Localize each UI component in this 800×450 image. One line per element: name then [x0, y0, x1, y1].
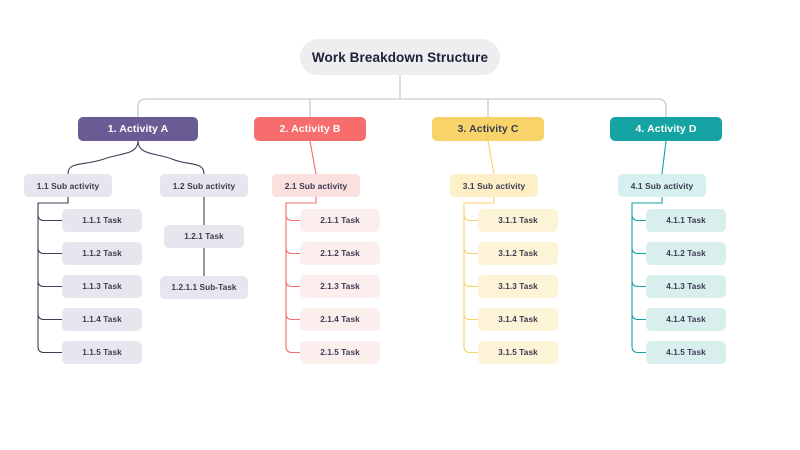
task-node-2.1.2[interactable]: 2.1.2 Task: [300, 242, 380, 265]
connector: [67, 140, 139, 175]
task-node-1.1.1[interactable]: 1.1.1 Task: [62, 209, 142, 232]
task-node-4.1.3[interactable]: 4.1.3 Task: [646, 275, 726, 298]
connector: [285, 279, 301, 288]
connector: [309, 140, 317, 175]
connector: [487, 140, 495, 175]
task-node-3.1.3-label: 3.1.3 Task: [498, 282, 538, 291]
connector: [463, 279, 479, 288]
task-node-3.1.2[interactable]: 3.1.2 Task: [478, 242, 558, 265]
sub-activity-node-1.2[interactable]: 1.2 Sub activity: [160, 174, 248, 197]
task-node-4.1.4[interactable]: 4.1.4 Task: [646, 308, 726, 331]
activity-node-B-label: 2. Activity B: [279, 123, 341, 135]
task-node-2.1.2-label: 2.1.2 Task: [320, 249, 360, 258]
activity-node-B[interactable]: 2. Activity B: [254, 117, 366, 141]
task-node-1.1.4[interactable]: 1.1.4 Task: [62, 308, 142, 331]
task-node-1.2.1[interactable]: 1.2.1 Task: [164, 225, 244, 248]
connector: [631, 246, 647, 255]
task-node-2.1.1[interactable]: 2.1.1 Task: [300, 209, 380, 232]
connector: [285, 312, 301, 321]
sub-activity-node-4.1-label: 4.1 Sub activity: [630, 180, 694, 191]
task-node-4.1.2[interactable]: 4.1.2 Task: [646, 242, 726, 265]
task-node-3.1.4[interactable]: 3.1.4 Task: [478, 308, 558, 331]
sub-activity-node-1.2-label: 1.2 Sub activity: [172, 180, 236, 191]
connector: [285, 213, 301, 222]
connector: [37, 246, 63, 255]
task-node-1.1.5[interactable]: 1.1.5 Task: [62, 341, 142, 364]
connector: [631, 213, 647, 222]
connector: [285, 246, 301, 255]
task-node-4.1.3-label: 4.1.3 Task: [666, 282, 706, 291]
connector: [37, 213, 63, 222]
task-node-4.1.2-label: 4.1.2 Task: [666, 249, 706, 258]
task-node-3.1.5[interactable]: 3.1.5 Task: [478, 341, 558, 364]
connector: [37, 312, 63, 321]
connector: [463, 312, 479, 321]
task-node-1.1.1-label: 1.1.1 Task: [82, 216, 122, 225]
task-node-4.1.4-label: 4.1.4 Task: [666, 315, 706, 324]
sub-activity-node-2.1[interactable]: 2.1 Sub activity: [272, 174, 360, 197]
sub-activity-node-1.1[interactable]: 1.1 Sub activity: [24, 174, 112, 197]
activity-node-A-label: 1. Activity A: [107, 123, 169, 135]
task-node-2.1.5-label: 2.1.5 Task: [320, 348, 360, 357]
task-node-1.1.2-label: 1.1.2 Task: [82, 249, 122, 258]
task-node-2.1.5[interactable]: 2.1.5 Task: [300, 341, 380, 364]
task-node-3.1.3[interactable]: 3.1.3 Task: [478, 275, 558, 298]
task-node-2.1.3-label: 2.1.3 Task: [320, 282, 360, 291]
task-node-3.1.1[interactable]: 3.1.1 Task: [478, 209, 558, 232]
task-node-2.1.3[interactable]: 2.1.3 Task: [300, 275, 380, 298]
connector: [631, 312, 647, 321]
activity-node-A[interactable]: 1. Activity A: [78, 117, 198, 141]
task-node-1.1.3[interactable]: 1.1.3 Task: [62, 275, 142, 298]
sub-activity-node-3.1-label: 3.1 Sub activity: [462, 180, 526, 191]
task-node-3.1.5-label: 3.1.5 Task: [498, 348, 538, 357]
task-node-1.2.1.1-label: 1.2.1.1 Sub-Task: [171, 283, 237, 292]
task-node-1.2.1-label: 1.2.1 Task: [184, 232, 224, 241]
connector: [137, 98, 667, 118]
root-node[interactable]: Work Breakdown Structure: [300, 39, 500, 75]
root-node-label: Work Breakdown Structure: [311, 49, 489, 65]
activity-node-C-label: 3. Activity C: [457, 123, 519, 135]
task-node-2.1.4-label: 2.1.4 Task: [320, 315, 360, 324]
task-node-3.1.4-label: 3.1.4 Task: [498, 315, 538, 324]
task-node-3.1.1-label: 3.1.1 Task: [498, 216, 538, 225]
task-node-1.2.1.1[interactable]: 1.2.1.1 Sub-Task: [160, 276, 248, 299]
task-node-4.1.1[interactable]: 4.1.1 Task: [646, 209, 726, 232]
task-node-1.1.2[interactable]: 1.1.2 Task: [62, 242, 142, 265]
task-node-1.1.5-label: 1.1.5 Task: [82, 348, 122, 357]
connector: [631, 279, 647, 288]
sub-activity-node-1.1-label: 1.1 Sub activity: [36, 180, 100, 191]
connector: [37, 279, 63, 288]
sub-activity-node-2.1-label: 2.1 Sub activity: [284, 180, 348, 191]
sub-activity-node-3.1[interactable]: 3.1 Sub activity: [450, 174, 538, 197]
task-node-4.1.5[interactable]: 4.1.5 Task: [646, 341, 726, 364]
task-node-3.1.2-label: 3.1.2 Task: [498, 249, 538, 258]
task-node-1.1.3-label: 1.1.3 Task: [82, 282, 122, 291]
activity-node-D-label: 4. Activity D: [635, 123, 697, 135]
connector: [137, 140, 205, 175]
task-node-1.1.4-label: 1.1.4 Task: [82, 315, 122, 324]
task-node-2.1.1-label: 2.1.1 Task: [320, 216, 360, 225]
activity-node-C[interactable]: 3. Activity C: [432, 117, 544, 141]
connector: [463, 246, 479, 255]
task-node-4.1.1-label: 4.1.1 Task: [666, 216, 706, 225]
task-node-2.1.4[interactable]: 2.1.4 Task: [300, 308, 380, 331]
sub-activity-node-4.1[interactable]: 4.1 Sub activity: [618, 174, 706, 197]
task-node-4.1.5-label: 4.1.5 Task: [666, 348, 706, 357]
activity-node-D[interactable]: 4. Activity D: [610, 117, 722, 141]
connector: [463, 213, 479, 222]
connector: [661, 140, 667, 175]
